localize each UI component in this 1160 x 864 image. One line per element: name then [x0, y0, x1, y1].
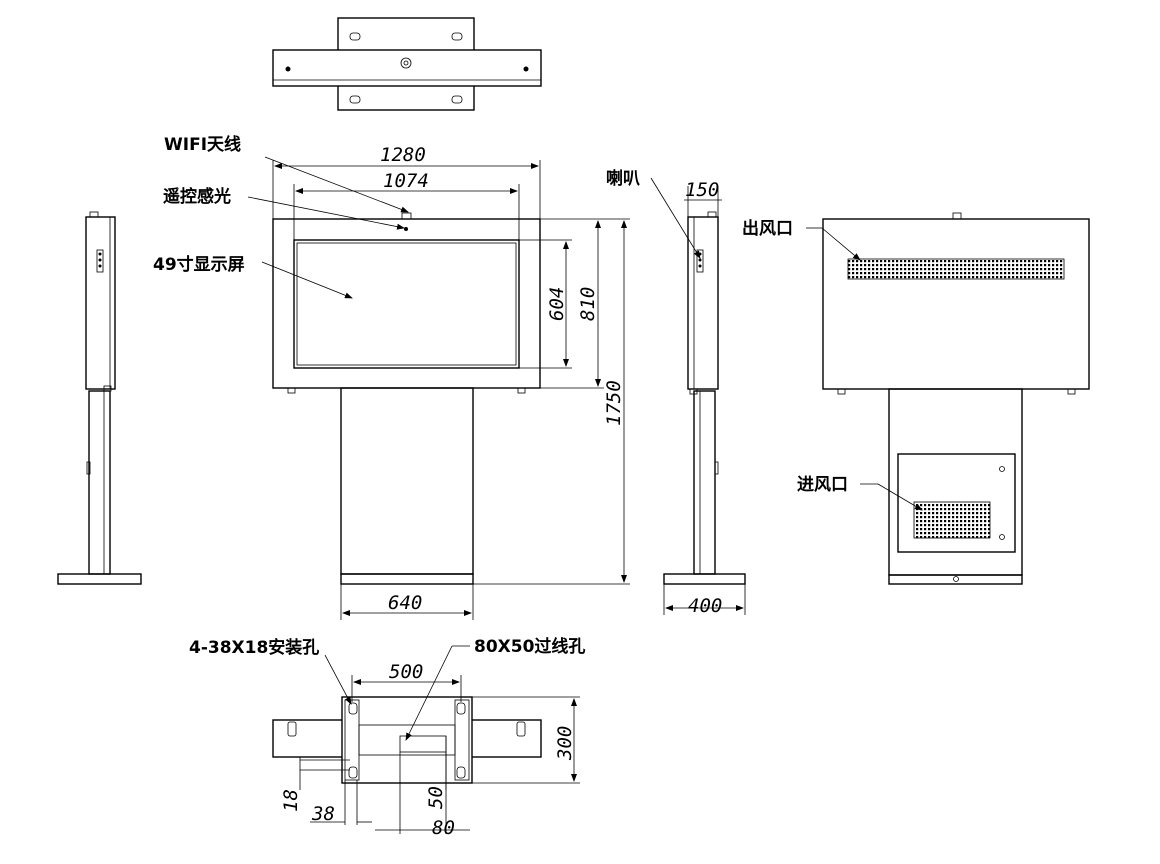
mount-holes-label: 4-38X18安装孔	[189, 637, 319, 658]
dim-column-width: 640	[388, 592, 422, 614]
left-side-view	[57, 211, 142, 585]
dim-base-plate-depth: 300	[554, 726, 576, 761]
top-view	[272, 17, 542, 111]
dim-screen-width: 1074	[383, 170, 429, 192]
air-inlet-label: 进风口	[797, 475, 848, 495]
cable-hole-label: 80X50过线孔	[474, 636, 585, 657]
rear-view	[806, 212, 1090, 585]
dim-head-depth: 150	[685, 179, 719, 201]
dim-base-depth: 400	[688, 595, 722, 617]
dim-hole-spacing: 500	[389, 661, 423, 683]
right-side-view	[650, 177, 746, 615]
dim-38: 38	[311, 803, 335, 825]
front-dimensions	[272, 160, 630, 620]
base-plate-view	[272, 645, 580, 834]
dim-80: 80	[432, 817, 455, 839]
remote-sensor-label: 遥控感光	[163, 186, 231, 207]
dim-screen-height: 604	[546, 287, 568, 321]
dim-overall-width: 1280	[380, 144, 426, 166]
dim-18: 18	[280, 789, 302, 812]
air-outlet-label: 出风口	[742, 218, 793, 239]
dim-head-height: 810	[577, 287, 599, 321]
dim-50: 50	[425, 786, 447, 809]
display-screen-label: 49寸显示屏	[153, 254, 245, 275]
dim-total-height: 1750	[603, 380, 625, 426]
front-view	[247, 156, 541, 585]
speaker-label: 喇叭	[606, 168, 640, 189]
wifi-antenna-label: WIFI天线	[164, 134, 241, 155]
